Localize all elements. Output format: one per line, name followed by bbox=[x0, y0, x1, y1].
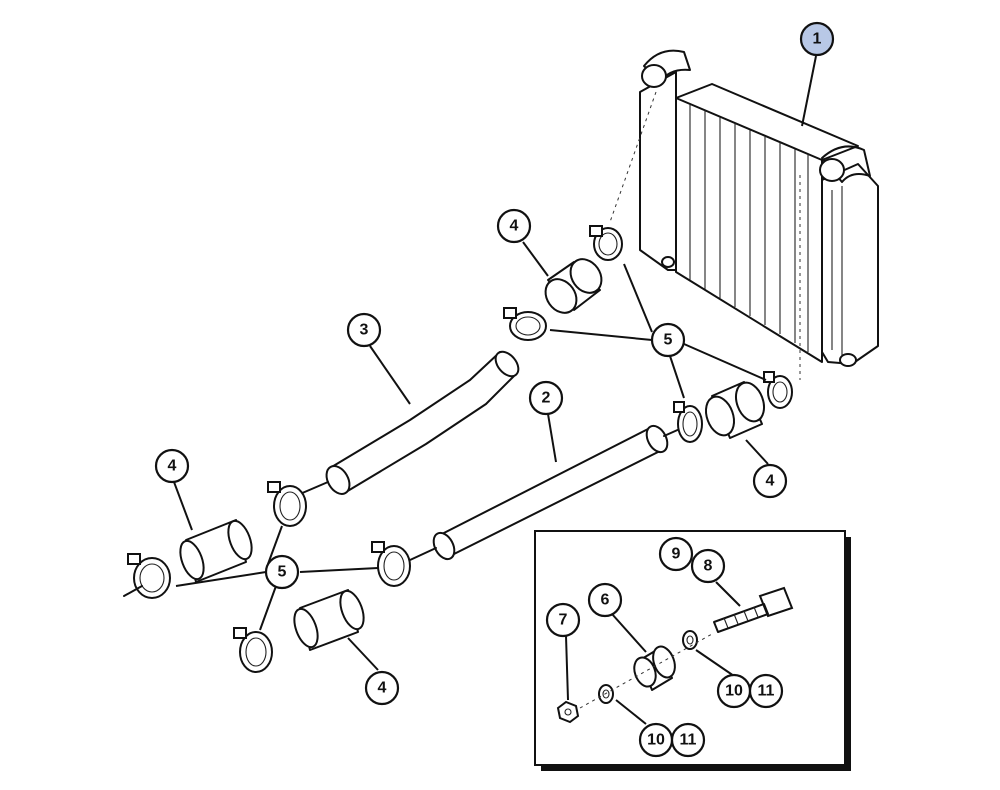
leader-lines bbox=[173, 55, 817, 725]
callout-11-lower[interactable]: 11 bbox=[670, 722, 706, 758]
svg-text:6: 6 bbox=[601, 592, 610, 609]
bolt-part-8 bbox=[713, 586, 794, 633]
washer-lower bbox=[598, 684, 614, 704]
callout-4-bottom[interactable]: 4 bbox=[364, 670, 400, 706]
callout-7[interactable]: 7 bbox=[545, 602, 581, 638]
bushing-part-6 bbox=[633, 645, 676, 691]
svg-text:10: 10 bbox=[725, 683, 743, 700]
svg-text:4: 4 bbox=[378, 680, 387, 697]
clamps bbox=[123, 225, 793, 673]
clamp-top bbox=[589, 225, 623, 261]
callout-8[interactable]: 8 bbox=[690, 548, 726, 584]
svg-text:3: 3 bbox=[360, 322, 369, 339]
svg-text:5: 5 bbox=[278, 564, 287, 581]
callout-2[interactable]: 2 bbox=[528, 380, 564, 416]
svg-text:2: 2 bbox=[542, 390, 551, 407]
callout-5-top[interactable]: 5 bbox=[650, 322, 686, 358]
callouts: 1 2 3 4 4 4 4 5 bbox=[154, 21, 835, 758]
intercooler-assembly bbox=[609, 49, 879, 380]
svg-text:1: 1 bbox=[813, 31, 822, 48]
clamp-mid-left bbox=[267, 481, 307, 527]
callout-6[interactable]: 6 bbox=[587, 582, 623, 618]
clamp-right bbox=[763, 371, 793, 409]
callout-4-left[interactable]: 4 bbox=[154, 448, 190, 484]
sleeve-right bbox=[704, 381, 766, 439]
svg-text:4: 4 bbox=[766, 473, 775, 490]
washer-upper bbox=[682, 630, 698, 650]
pipe-2 bbox=[409, 419, 701, 561]
callout-9[interactable]: 9 bbox=[658, 536, 694, 572]
svg-text:4: 4 bbox=[168, 458, 177, 475]
clamp-center-lower bbox=[371, 541, 411, 587]
callout-5-bottom[interactable]: 5 bbox=[264, 554, 300, 590]
svg-text:5: 5 bbox=[664, 332, 673, 349]
callout-10-lower[interactable]: 10 bbox=[638, 722, 674, 758]
svg-text:11: 11 bbox=[758, 683, 775, 700]
sleeve-left bbox=[179, 519, 253, 583]
callout-1[interactable]: 1 bbox=[799, 21, 835, 57]
callout-4-top[interactable]: 4 bbox=[496, 208, 532, 244]
svg-text:7: 7 bbox=[559, 612, 568, 629]
svg-text:9: 9 bbox=[672, 546, 681, 563]
callout-4-right[interactable]: 4 bbox=[752, 463, 788, 499]
clamp-far-left bbox=[123, 553, 171, 599]
sleeve-upper bbox=[544, 258, 603, 314]
svg-text:10: 10 bbox=[647, 732, 665, 749]
pipe-3 bbox=[299, 350, 520, 495]
clamp-mid bbox=[503, 307, 547, 341]
callout-3[interactable]: 3 bbox=[346, 312, 382, 348]
svg-text:8: 8 bbox=[704, 558, 713, 575]
callout-10-upper[interactable]: 10 bbox=[716, 673, 752, 709]
svg-text:11: 11 bbox=[680, 732, 697, 749]
svg-text:4: 4 bbox=[510, 218, 519, 235]
nut-part-7 bbox=[556, 700, 580, 724]
clamp-lower-left bbox=[233, 627, 273, 673]
callout-11-upper[interactable]: 11 bbox=[748, 673, 784, 709]
clamp-right-lower bbox=[673, 401, 703, 443]
sleeve-lower bbox=[293, 589, 365, 651]
